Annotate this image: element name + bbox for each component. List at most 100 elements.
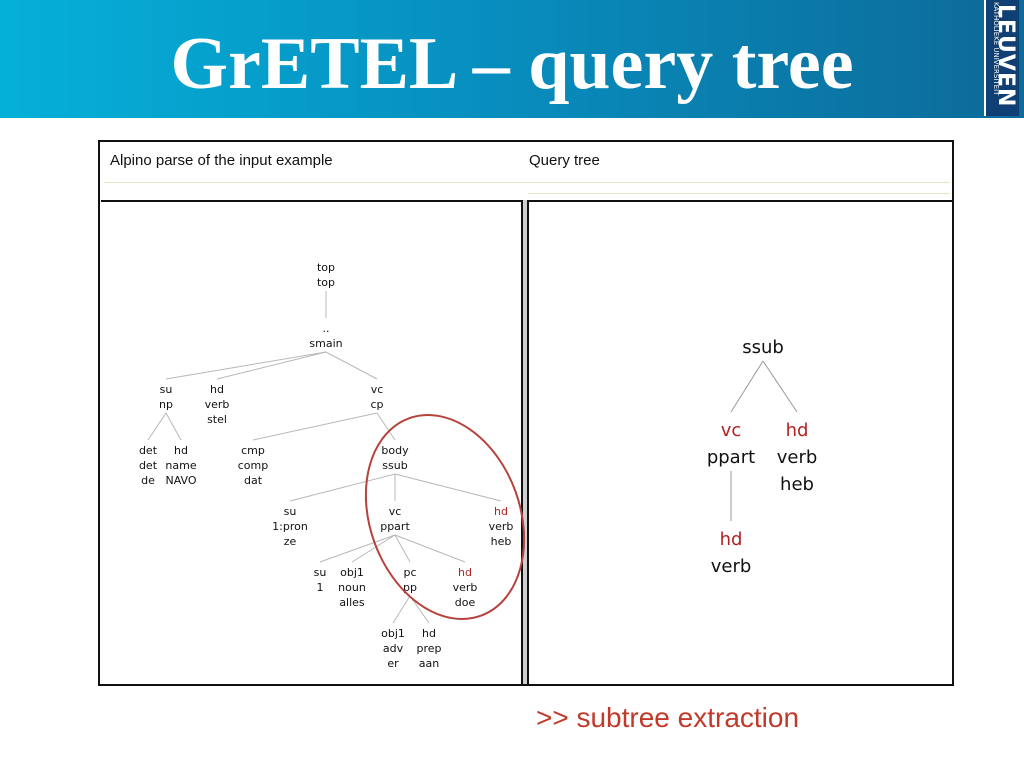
tree-edge	[394, 473, 502, 502]
tree-node-label: NAVO	[165, 474, 196, 487]
university-logo: KATHOLIEKE UNIVERSITEIT LEUVEN	[984, 0, 1019, 116]
tree-edge	[351, 534, 396, 563]
tree-node-label: prep	[416, 642, 441, 655]
tree-node-label: det	[139, 459, 158, 472]
tree-edge	[394, 534, 466, 563]
tree-node-label: pp	[403, 581, 417, 594]
tree-node-hd4: hd prep aan	[416, 627, 441, 670]
tree-node-label: verb	[711, 556, 752, 577]
parse-tree-panel	[101, 200, 523, 684]
tree-edge	[376, 412, 396, 441]
tree-node-label: de	[141, 474, 155, 487]
tree-node-qhd2: hd verb	[711, 529, 752, 577]
tree-node-label: det	[139, 444, 158, 457]
tree-node-qvc: vc ppart	[707, 420, 755, 468]
tree-node-top: top top	[317, 261, 335, 289]
tree-node-label: ze	[284, 535, 297, 548]
tree-node-label: su	[314, 566, 327, 579]
tree-node-qhd: hd verb heb	[777, 420, 818, 495]
tree-node-label: top	[317, 276, 335, 289]
tree-node-label: obj1	[381, 627, 405, 640]
tree-edge	[730, 360, 764, 413]
tree-node-label: dat	[244, 474, 263, 487]
tree-node-label: vc	[721, 420, 742, 441]
tree-node-label: hd	[210, 383, 224, 396]
tree-node-label: ssub	[382, 459, 407, 472]
svg-text:LEUVEN: LEUVEN	[993, 4, 1018, 107]
tree-node-label: ssub	[742, 337, 784, 358]
tree-node-pc: pc pp	[403, 566, 417, 594]
tree-node-label: verb	[489, 520, 514, 533]
query-tree-panel	[527, 200, 952, 684]
tree-node-label: heb	[780, 474, 814, 495]
svg-text:KATHOLIEKE UNIVERSITEIT: KATHOLIEKE UNIVERSITEIT	[992, 2, 1000, 96]
tree-edge	[165, 412, 182, 441]
header-rule	[528, 193, 950, 194]
tree-node-label: top	[317, 261, 335, 274]
slide-title: GrETEL – query tree	[170, 23, 854, 105]
tree-node-label: comp	[238, 459, 268, 472]
tree-node-label: hd	[786, 420, 809, 441]
header-rule	[104, 182, 950, 183]
tree-edge	[762, 360, 798, 413]
tree-node-label: verb	[453, 581, 478, 594]
tree-edge	[319, 534, 396, 563]
header-alpino-parse: Alpino parse of the input example	[110, 152, 333, 169]
tree-node-label: doe	[455, 596, 476, 609]
tree-node-label: vc	[371, 383, 384, 396]
tree-node-label: np	[159, 398, 173, 411]
tree-node-label: 1	[317, 581, 324, 594]
tree-node-label: stel	[207, 413, 227, 426]
tree-edge	[252, 412, 378, 441]
tree-edge	[147, 412, 167, 441]
tree-node-dot: ..smain	[309, 322, 342, 350]
tree-node-label: pc	[403, 566, 416, 579]
tree-node-label: er	[387, 657, 399, 670]
tree-node-cmp: cmp comp dat	[238, 444, 268, 487]
tree-node-label: verb	[205, 398, 230, 411]
tree-node-obj1b: obj1 adv er	[381, 627, 405, 670]
tree-node-label: heb	[491, 535, 512, 548]
tree-edge	[289, 473, 396, 502]
tree-node-label: noun	[338, 581, 366, 594]
tree-node-su1: su np	[159, 383, 173, 411]
tree-node-ssub: ssub	[742, 337, 784, 358]
tree-node-label: obj1	[340, 566, 364, 579]
tree-node-label: smain	[309, 337, 342, 350]
tree-edge	[394, 534, 411, 563]
tree-node-label: ppart	[707, 447, 755, 468]
tree-node-label: cmp	[241, 444, 265, 457]
tree-node-su3: su 1	[314, 566, 327, 594]
tree-node-label: hd	[422, 627, 436, 640]
highlight-ellipse	[364, 414, 526, 620]
tree-node-label: hd	[720, 529, 743, 550]
tree-node-label: aan	[419, 657, 439, 670]
header-query-tree: Query tree	[529, 152, 600, 169]
tree-node-su2: su 1:pron ze	[272, 505, 308, 548]
tree-node-hd2: hd verb heb	[489, 505, 514, 548]
tree-node-label: verb	[777, 447, 818, 468]
tree-node-label: adv	[383, 642, 404, 655]
tree-node-label: name	[165, 459, 196, 472]
caption-subtree-extraction: >> subtree extraction	[536, 702, 800, 733]
tree-node-label: vc	[389, 505, 402, 518]
tree-node-label: hd	[174, 444, 188, 457]
tree-edge	[392, 595, 411, 624]
title-bar: GrETEL – query tree KATHOLIEKE UNIVERSIT…	[0, 0, 1024, 118]
tree-edge	[165, 351, 327, 380]
tree-node-label: hd	[494, 505, 508, 518]
tree-node-hd1: hd verb stel	[205, 383, 230, 426]
tree-node-label: su	[284, 505, 297, 518]
tree-node-label: ppart	[380, 520, 410, 533]
tree-node-label: su	[160, 383, 173, 396]
tree-node-vc2: vc ppart	[380, 505, 410, 533]
tree-node-det: det det de	[139, 444, 158, 487]
tree-node-label: hd	[458, 566, 472, 579]
tree-node-label: 1:pron	[272, 520, 308, 533]
